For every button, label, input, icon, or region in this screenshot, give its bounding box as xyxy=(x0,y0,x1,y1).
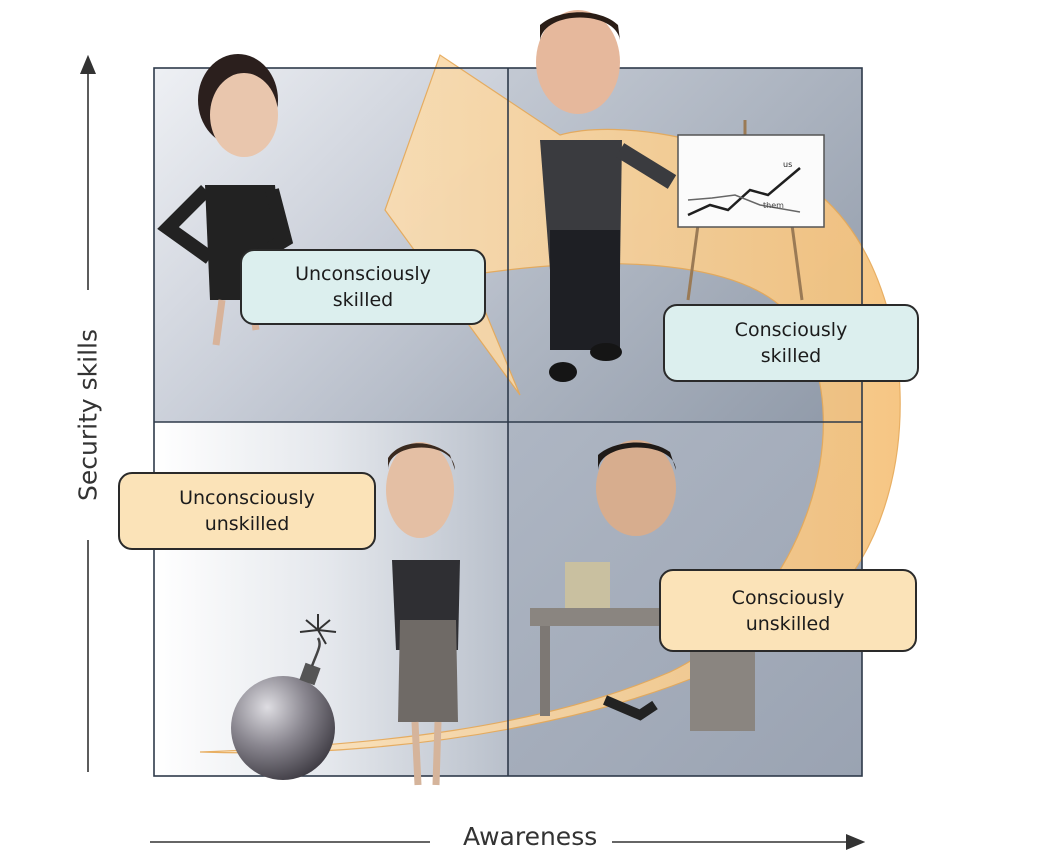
label-consciously-unskilled: Consciously unskilled xyxy=(659,569,917,652)
bomb-icon xyxy=(231,614,337,780)
label-line: unskilled xyxy=(745,612,831,635)
label-line: skilled xyxy=(760,345,822,367)
label-consciously-skilled: Consciously skilled xyxy=(663,304,919,382)
label-unconsciously-unskilled: Unconsciously unskilled xyxy=(118,472,376,550)
grid-lines xyxy=(153,67,863,777)
label-line: Consciously xyxy=(731,586,845,609)
x-axis-label: Awareness xyxy=(463,822,598,851)
person-unconsciously-skilled xyxy=(157,54,294,346)
label-line: unskilled xyxy=(204,513,290,535)
label-unconsciously-skilled: Unconsciously skilled xyxy=(240,249,486,325)
label-line: Consciously xyxy=(734,319,848,341)
y-axis-label: Security skills xyxy=(73,329,103,501)
person-unconsciously-unskilled xyxy=(386,442,460,786)
label-line: skilled xyxy=(332,289,394,311)
label-line: Unconsciously xyxy=(295,263,431,285)
label-line: Unconsciously xyxy=(179,487,315,509)
person-consciously-skilled xyxy=(536,10,677,382)
flip-chart-easel xyxy=(677,120,825,301)
